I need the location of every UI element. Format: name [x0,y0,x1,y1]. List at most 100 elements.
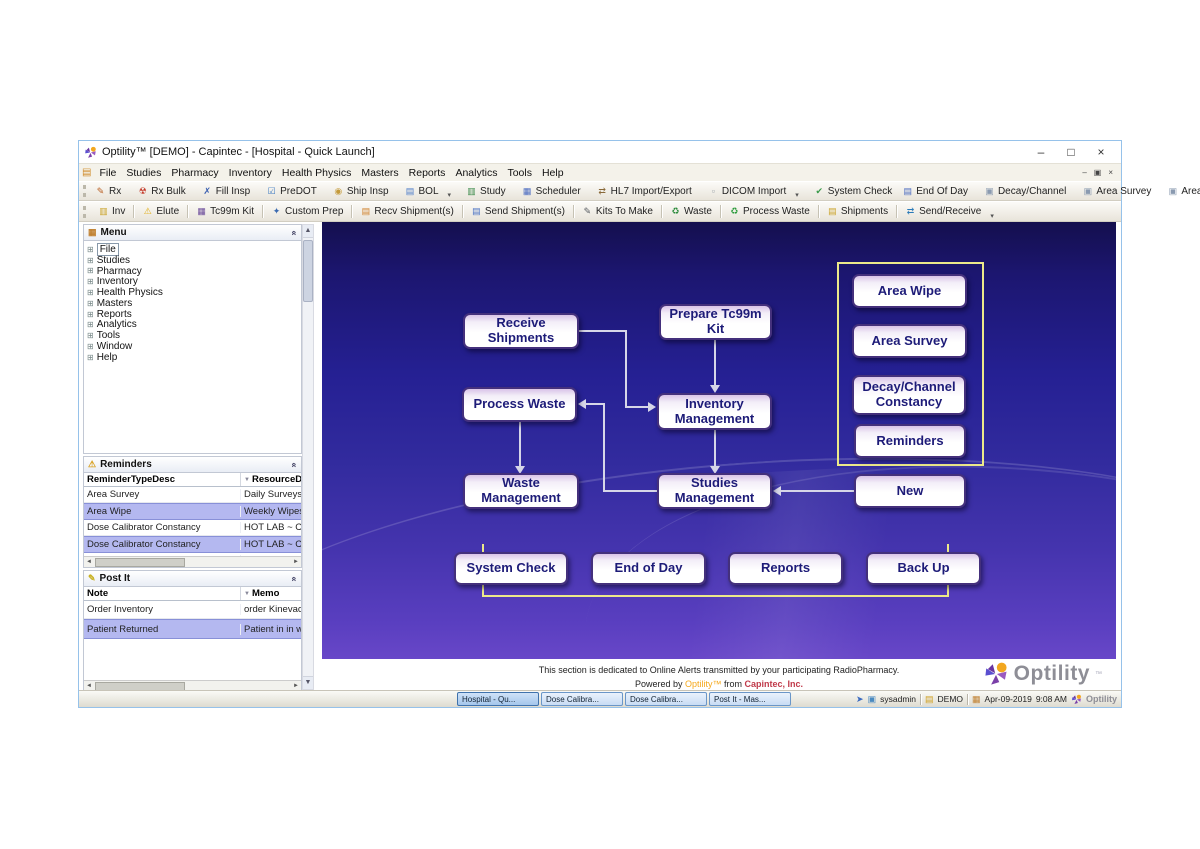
column-header-remindertypedesc[interactable]: ReminderTypeDesc [84,473,241,486]
column-header-note[interactable]: Note [84,587,241,600]
expand-icon[interactable]: ⊞ [87,298,94,308]
minimize-button[interactable]: – [1037,145,1045,159]
scroll-down-icon[interactable]: ▼ [303,676,313,689]
quick-launch-inventory-management[interactable]: Inventory Management [657,393,772,430]
scroll-thumb[interactable] [95,681,185,690]
expand-icon[interactable]: ⊞ [87,244,94,254]
expand-icon[interactable]: ⊞ [87,352,94,362]
toolbar-overflow-icon[interactable]: ▾ [795,192,799,199]
toolbar-button-study[interactable]: ▥Study [467,185,506,197]
mdi-window-button-post-it[interactable]: Post It - Mas... [709,692,791,706]
toolbar-button-kits-to-make[interactable]: ✎Kits To Make [583,206,653,217]
menu-reports[interactable]: Reports [408,166,446,179]
toolbar-button-shipments[interactable]: ▤Shipments [828,206,889,217]
scroll-right-icon[interactable]: ► [293,683,299,689]
expand-icon[interactable]: ⊞ [87,309,94,319]
collapse-icon[interactable]: « [289,461,300,468]
toolbar-button-recv-shipments[interactable]: ▤Recv Shipment(s) [361,206,454,217]
toolbar-button-area-wipe[interactable]: ▣Area Wipe [1168,185,1200,197]
mdi-close-button[interactable]: × [1108,168,1113,177]
mdi-window-button-dose-calibrator-2[interactable]: Dose Calibra... [625,692,707,706]
toolbar-button-send-shipments[interactable]: ▤Send Shipment(s) [472,206,565,217]
toolbar-button-rx-bulk[interactable]: ☢Rx Bulk [138,185,186,197]
menu-pharmacy[interactable]: Pharmacy [171,166,219,179]
quick-launch-waste-management[interactable]: Waste Management [463,473,579,509]
tree-item-analytics[interactable]: ⊞Analytics [87,319,137,331]
toolbar-button-dicom[interactable]: ▫DICOM Import [703,185,791,198]
menu-studies[interactable]: Studies [126,166,162,179]
toolbar-button-decay-channel[interactable]: ▣Decay/Channel [985,185,1067,197]
quick-launch-prepare-tc99m-kit[interactable]: Prepare Tc99m Kit [659,304,772,340]
mdi-minimize-button[interactable]: – [1082,168,1087,177]
reminder-row[interactable]: Temperature LogOther [84,553,301,556]
scroll-left-icon[interactable]: ◄ [86,559,92,565]
mdi-restore-button[interactable]: ▣ [1093,168,1102,177]
toolbar-button-tc99m-kit[interactable]: ▦Tc99m Kit [197,206,255,217]
mdi-window-button-dose-calibrator-1[interactable]: Dose Calibra... [541,692,623,706]
tree-item-studies[interactable]: ⊞Studies [87,254,131,266]
toolbar-button-rx[interactable]: ✎Rx [96,185,122,197]
menu-help[interactable]: Help [541,166,564,179]
expand-icon[interactable]: ⊞ [87,266,94,276]
menu-panel-header[interactable]: ▦ Menu « [84,225,301,241]
toolbar-button-scheduler[interactable]: ▦Scheduler [522,185,581,197]
toolbar-grip[interactable] [83,185,86,197]
close-button[interactable]: × [1097,145,1105,159]
expand-icon[interactable]: ⊞ [87,331,94,341]
tree-item-reports[interactable]: ⊞Reports [87,308,132,320]
sidebar-scrollbar[interactable]: ▲ ▼ [302,224,314,690]
toolbar-button-process-waste[interactable]: ♻Process Waste [730,206,810,217]
quick-launch-receive-shipments[interactable]: Receive Shipments [463,313,579,349]
quick-launch-reminders[interactable]: Reminders [854,424,966,458]
expand-icon[interactable]: ⊞ [87,288,94,298]
expand-icon[interactable]: ⊞ [87,320,94,330]
toolbar-button-elute[interactable]: ⚠Elute [143,206,180,217]
toolbar-button-predot[interactable]: ☑PreDOT [267,185,317,197]
toolbar-button-area-survey[interactable]: ▣Area Survey [1083,185,1152,197]
postit-panel-header[interactable]: ✎ Post It « [84,571,301,587]
mdi-window-button-hospital[interactable]: Hospital - Qu... [457,692,539,706]
collapse-icon[interactable]: « [289,575,300,582]
tree-item-window[interactable]: ⊞Window [87,341,133,353]
tree-item-masters[interactable]: ⊞Masters [87,297,133,309]
toolbar-button-waste[interactable]: ♻Waste [671,206,712,217]
toolbar-button-hl7[interactable]: ⇄HL7 Import/Export [598,185,692,197]
tree-item-tools[interactable]: ⊞Tools [87,330,121,342]
capintec-link[interactable]: Capintec, Inc. [744,678,804,689]
reminders-hscrollbar[interactable]: ◄ ► [84,556,301,567]
toolbar-overflow-icon[interactable]: ▾ [447,192,452,199]
quick-launch-new[interactable]: New [854,474,966,508]
expand-icon[interactable]: ⊞ [87,255,94,265]
menu-health-physics[interactable]: Health Physics [281,166,352,179]
filter-icon[interactable]: ▼ [244,476,250,483]
quick-launch-area-wipe[interactable]: Area Wipe [852,274,967,308]
menu-analytics[interactable]: Analytics [455,166,498,179]
menu-tools[interactable]: Tools [507,166,532,179]
toolbar-button-fill-insp[interactable]: ✗Fill Insp [203,185,251,197]
quick-launch-system-check[interactable]: System Check [454,552,568,585]
toolbar-button-custom-prep[interactable]: ✦Custom Prep [272,206,344,217]
quick-launch-decay-channel-constancy[interactable]: Decay/Channel Constancy [852,375,966,415]
column-header-resourcedesc[interactable]: ▼ResourceDesc [244,474,301,485]
postit-hscrollbar[interactable]: ◄ ► [84,680,301,690]
toolbar-button-end-of-day[interactable]: ▤End Of Day [903,185,968,197]
toolbar-button-ship-insp[interactable]: ◉Ship Insp [334,185,389,197]
quick-launch-area-survey[interactable]: Area Survey [852,324,967,358]
quick-launch-end-of-day[interactable]: End of Day [591,552,706,585]
maximize-button[interactable]: □ [1067,145,1075,159]
scroll-up-icon[interactable]: ▲ [303,225,313,238]
scroll-thumb[interactable] [95,557,185,567]
column-header-memo[interactable]: ▼Memo [244,588,280,599]
scroll-right-icon[interactable]: ► [293,559,299,565]
tree-item-pharmacy[interactable]: ⊞Pharmacy [87,265,142,277]
menu-file[interactable]: File [99,166,117,179]
expand-icon[interactable]: ⊞ [87,342,94,352]
scroll-left-icon[interactable]: ◄ [86,683,92,689]
quick-launch-process-waste[interactable]: Process Waste [462,387,577,422]
quick-launch-reports[interactable]: Reports [728,552,843,585]
